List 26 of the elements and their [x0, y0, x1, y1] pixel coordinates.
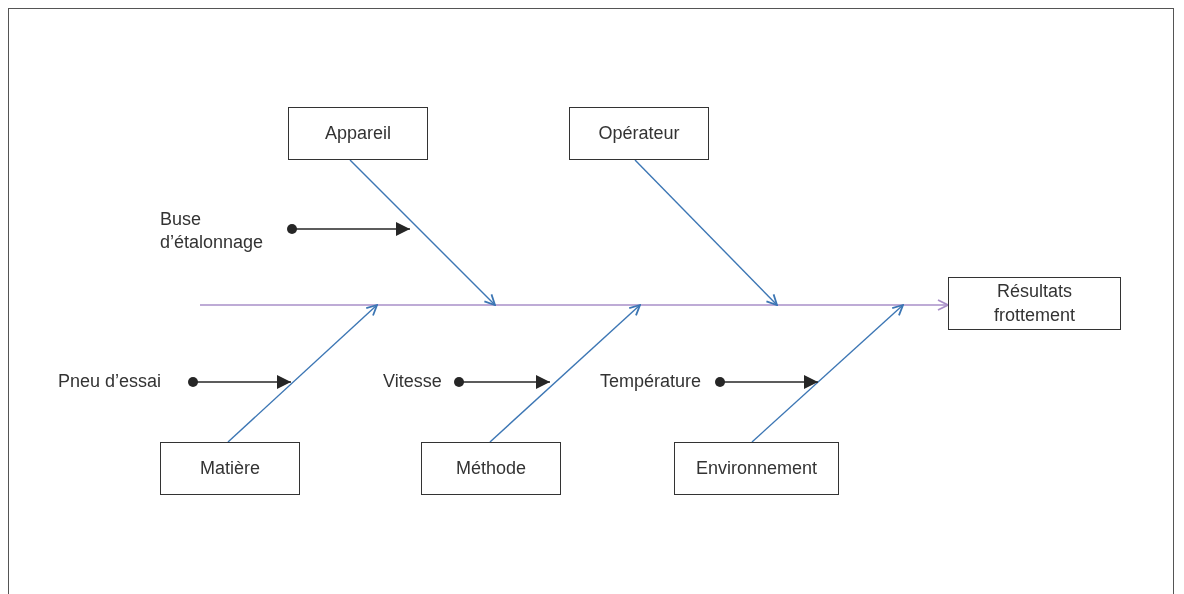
arrow: [489, 304, 641, 443]
cause-label: Vitesse: [383, 368, 453, 396]
box-label: Environnement: [695, 456, 818, 480]
box-label: Méthode: [455, 456, 527, 480]
box-label: Matière: [200, 456, 260, 480]
cause-label: Température: [600, 368, 714, 396]
arrow: [199, 299, 949, 311]
category-box: [948, 277, 1121, 330]
category-box: [288, 107, 428, 160]
arrow: [349, 159, 496, 306]
box-label: Appareil: [324, 121, 391, 145]
cause-label: Buse d’étalonnage: [160, 202, 290, 260]
arrow: [634, 159, 778, 306]
cause-label: Pneu d’essai: [58, 368, 186, 396]
cause-arrow: [188, 375, 292, 389]
cause-arrow: [454, 375, 551, 389]
box-label: Résultats frottement: [992, 280, 1076, 327]
category-box: [421, 442, 561, 495]
cause-arrow: [715, 375, 819, 389]
arrow: [751, 304, 904, 443]
cause-arrow: [287, 222, 411, 236]
category-box: [674, 442, 839, 495]
box-label: Opérateur: [598, 121, 680, 145]
category-box: [569, 107, 709, 160]
category-box: [160, 442, 300, 495]
arrow: [227, 304, 378, 443]
